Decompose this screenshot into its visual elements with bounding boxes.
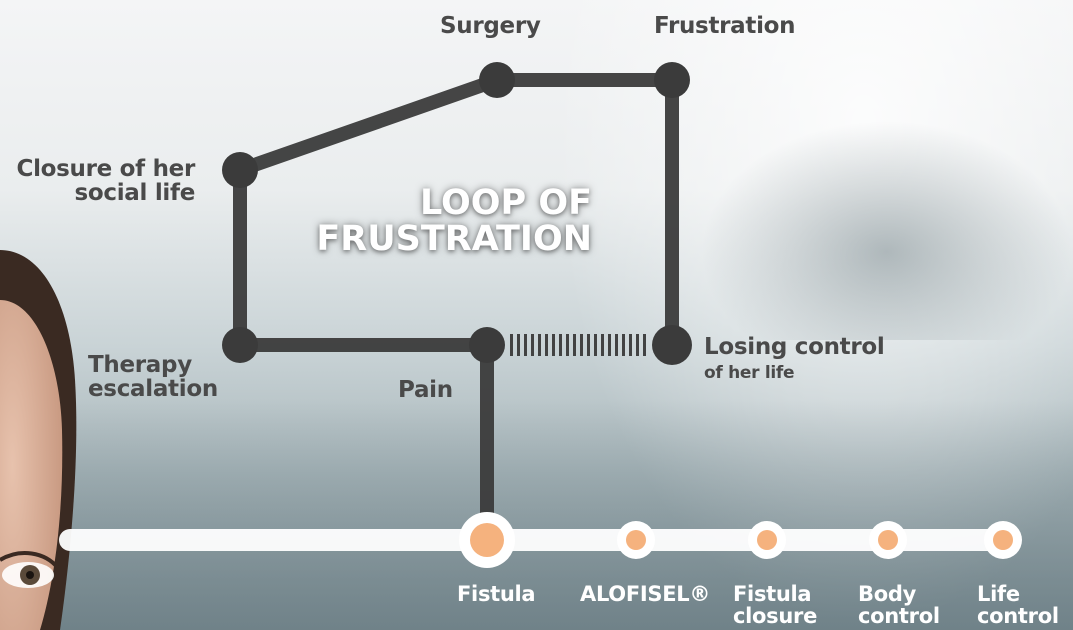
station-alofisel-dot xyxy=(626,530,646,550)
label-losing-line1: Losing control xyxy=(704,335,885,359)
label-surgery: Surgery xyxy=(440,14,541,38)
station-body-control-dot xyxy=(878,530,898,550)
timeline-label-fistula-line1: Fistula xyxy=(457,583,535,605)
timeline-label-life-control-line2: control xyxy=(977,605,1059,627)
label-therapy-line2: escalation xyxy=(88,377,218,401)
label-pain: Pain xyxy=(398,378,453,402)
label-closure-line1: Closure of her xyxy=(0,157,195,181)
loop-title-line1: LOOP OF xyxy=(300,185,592,221)
label-losing-line2: of her life xyxy=(704,363,885,383)
timeline-label-life-control: Life control xyxy=(977,583,1059,627)
loop-title: LOOP OF FRUSTRATION xyxy=(300,185,592,257)
timeline-label-life-control-line1: Life xyxy=(977,583,1059,605)
timeline-label-alofisel-line1: ALOFISEL® xyxy=(580,583,710,605)
timeline-label-body-control-line1: Body xyxy=(858,583,940,605)
timeline-label-body-control: Body control xyxy=(858,583,940,627)
timeline-label-fistula-closure-line1: Fistula xyxy=(733,583,817,605)
label-closure-line2: social life xyxy=(0,181,195,205)
timeline-label-fistula-closure-line2: closure xyxy=(733,605,817,627)
loop-title-line2: FRUSTRATION xyxy=(300,221,592,257)
node-frustration xyxy=(654,62,690,98)
timeline-label-body-control-line2: control xyxy=(858,605,940,627)
label-therapy-escalation: Therapy escalation xyxy=(88,353,218,401)
station-fistula-closure-dot xyxy=(757,530,777,550)
node-losing-control xyxy=(652,325,692,365)
station-fistula-dot xyxy=(470,523,504,557)
timeline-label-fistula: Fistula xyxy=(457,583,535,605)
label-losing-control: Losing control of her life xyxy=(704,335,885,383)
label-closure-social-life: Closure of her social life xyxy=(0,157,195,205)
loop-path xyxy=(240,80,672,540)
node-surgery xyxy=(479,62,515,98)
station-life-control-dot xyxy=(993,530,1013,550)
timeline-label-fistula-closure: Fistula closure xyxy=(733,583,817,627)
node-pain xyxy=(469,327,505,363)
timeline-label-alofisel: ALOFISEL® xyxy=(580,583,710,605)
label-frustration: Frustration xyxy=(654,14,795,38)
node-closure-social-life xyxy=(222,152,258,188)
node-therapy-escalation xyxy=(222,327,258,363)
label-therapy-line1: Therapy xyxy=(88,353,218,377)
